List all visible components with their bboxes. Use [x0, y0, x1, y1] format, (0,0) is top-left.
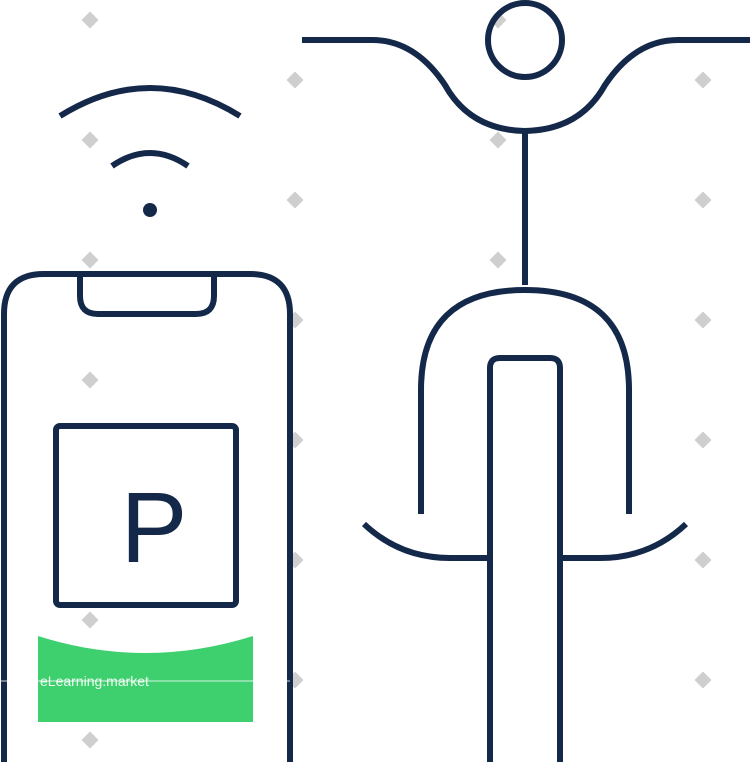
watermark-diamond [694, 431, 712, 449]
cyclist-head [485, 0, 565, 80]
wifi-signal-icon [58, 85, 242, 217]
watermark-diamond [694, 191, 712, 209]
watermark-diamond [81, 611, 99, 629]
wifi-dot [143, 203, 157, 217]
watermark-pattern [81, 11, 712, 749]
watermark-text-group: eLearning.market [0, 673, 290, 689]
watermark-diamond [81, 371, 99, 389]
screen-wave-fill [38, 636, 253, 722]
cyclist-arms [302, 37, 750, 135]
parking-sign-letter: P [121, 472, 188, 584]
watermark-diamond [694, 551, 712, 569]
cyclist-icon [302, 0, 750, 514]
smartphone-icon [1, 271, 293, 762]
bicycle-wheel [487, 355, 563, 762]
bicycle-icon [361, 355, 689, 762]
parking-sign-frame [53, 423, 239, 608]
watermark-diamond [81, 11, 99, 29]
watermark-text: eLearning.market [40, 673, 149, 689]
phone-body [1, 271, 293, 762]
watermark-diamond [694, 311, 712, 329]
wifi-outer-arc [58, 85, 242, 119]
wifi-inner-arc [110, 150, 190, 169]
watermark-diamond [286, 71, 304, 89]
watermark-diamond [81, 131, 99, 149]
watermark-diamond [81, 731, 99, 749]
phone-notch [77, 274, 217, 317]
parking-sign-icon: P [53, 423, 239, 608]
cyclist-legs [418, 286, 632, 514]
watermark-diamond [489, 131, 507, 149]
watermark-diamond [81, 251, 99, 269]
watermark-diamond [489, 251, 507, 269]
watermark-diamond [694, 671, 712, 689]
watermark-diamond [694, 71, 712, 89]
watermark-diamond [286, 191, 304, 209]
